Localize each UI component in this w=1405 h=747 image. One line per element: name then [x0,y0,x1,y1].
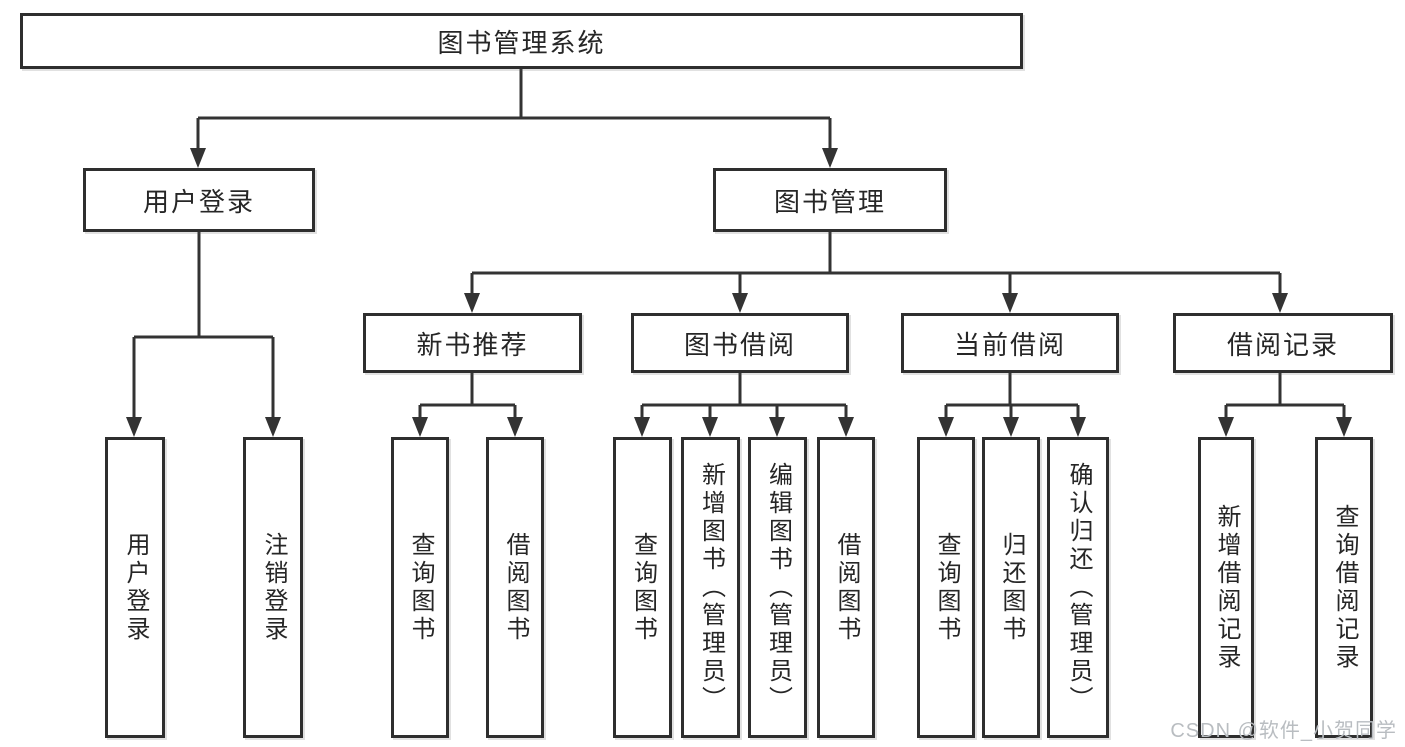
node-new-book-recommend: 新书推荐 [363,313,582,373]
node-borrow-records: 借阅记录 [1173,313,1393,373]
node-book-borrow: 图书借阅 [631,313,849,373]
leaf-confirm-return-admin: 确认归还（管理员） [1047,437,1109,738]
leaf-add-book-admin: 新增图书（管理员） [681,437,740,738]
leaf-add-borrow-record: 新增借阅记录 [1198,437,1254,738]
leaf-label: 注销登录 [260,531,287,644]
leaf-label: 查询借阅记录 [1331,503,1358,672]
leaf-label: 借阅图书 [502,531,529,644]
node-user-login: 用户登录 [83,168,315,232]
leaf-query-books-recommend: 查询图书 [391,437,449,738]
leaf-user-login: 用户登录 [105,437,165,738]
leaf-label: 编辑图书（管理员） [764,461,792,714]
leaf-label: 借阅图书 [833,531,860,644]
leaf-borrow-books: 借阅图书 [817,437,875,738]
leaf-query-borrow-record: 查询借阅记录 [1315,437,1373,738]
leaf-label: 归还图书 [998,531,1025,644]
leaf-label: 查询图书 [407,531,434,644]
leaf-query-books-current: 查询图书 [917,437,975,738]
leaf-label: 确认归还（管理员） [1065,461,1092,714]
leaf-label: 查询图书 [629,531,657,644]
node-root: 图书管理系统 [20,13,1023,69]
node-book-management: 图书管理 [713,168,947,232]
leaf-query-books-borrow: 查询图书 [613,437,672,738]
leaf-label: 新增借阅记录 [1213,503,1240,672]
leaf-edit-book-admin: 编辑图书（管理员） [748,437,807,738]
leaf-logout: 注销登录 [243,437,303,738]
watermark: CSDN @软件_小贺同学 [1170,720,1397,742]
node-current-borrow: 当前借阅 [901,313,1119,373]
leaf-label: 新增图书（管理员） [697,461,725,714]
leaf-return-book: 归还图书 [982,437,1040,738]
leaf-borrow-books-recommend: 借阅图书 [486,437,544,738]
leaf-label: 用户登录 [122,531,149,644]
leaf-label: 查询图书 [933,531,960,644]
